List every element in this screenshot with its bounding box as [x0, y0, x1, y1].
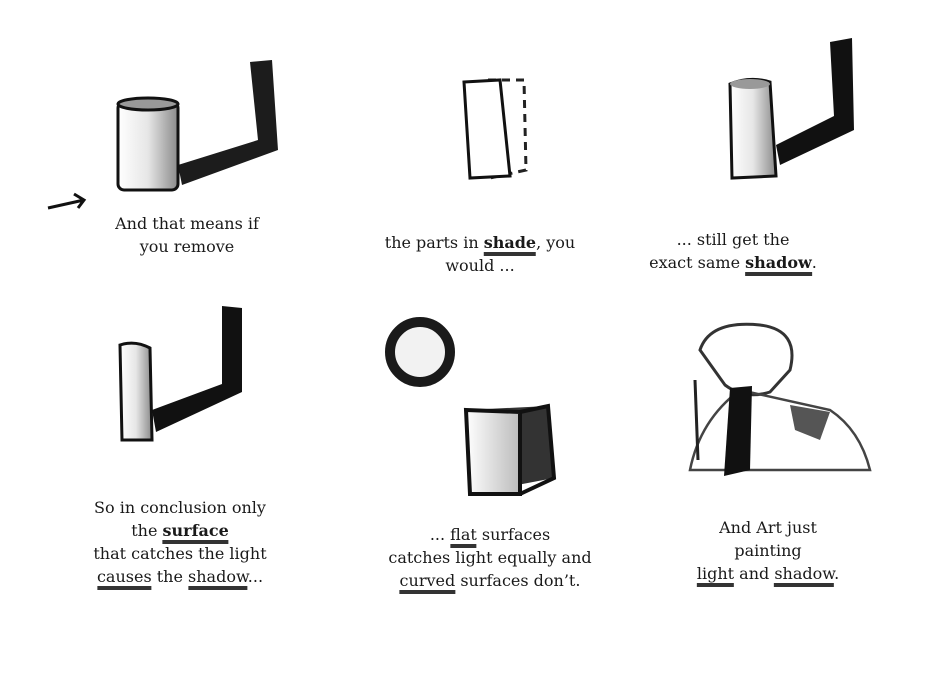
caption-text: the [151, 567, 189, 586]
body [688, 388, 872, 472]
half-cylinder [728, 77, 778, 180]
panel-2-cylinder-shade-removed [462, 78, 528, 180]
cast-shadow [178, 60, 278, 185]
caption-line: the parts in shade, you [384, 231, 576, 256]
caption-line: And Art just [697, 516, 839, 539]
caption-line: causes the shadow... [93, 565, 266, 590]
caption-panel-3: ... still get the exact same shadow. [649, 228, 817, 276]
arrow-icon [47, 192, 87, 210]
caption-line: curved surfaces don’t. [388, 569, 591, 594]
caption-text: ... [429, 525, 451, 544]
panel-6-artist-figure [688, 322, 872, 476]
caption-line: So in conclusion only [93, 496, 266, 519]
caption-line: ... still get the [649, 228, 817, 251]
emphasized-word: shade [483, 233, 537, 256]
caption-text: the [131, 521, 163, 540]
emphasized-word: causes [96, 567, 152, 590]
emphasized-word: shadow [188, 567, 248, 590]
cylinder [116, 100, 180, 192]
emphasized-word: shadow [774, 564, 835, 587]
panel-1-cylinder-with-shadow [47, 60, 278, 210]
hair [698, 322, 794, 397]
panel-5-sphere-and-cube [385, 317, 557, 496]
caption-text: would ... [445, 256, 515, 275]
caption-text: And that means if [115, 214, 259, 233]
cube-lit-face [463, 407, 522, 496]
caption-line: would ... [385, 254, 575, 277]
caption-text: painting [734, 541, 802, 560]
emphasized-word: shadow [745, 253, 812, 276]
caption-text: . [834, 564, 840, 583]
caption-text: and [734, 564, 775, 583]
caption-text: that catches the light [93, 544, 267, 563]
caption-panel-6: And Art just painting light and shadow. [696, 516, 840, 587]
emphasized-word: light [696, 564, 735, 587]
cast-shadow [152, 306, 242, 432]
caption-text: , you [536, 233, 576, 252]
panel-3-cylinder-with-shadow [728, 38, 854, 180]
caption-line: And that means if [115, 212, 259, 235]
caption-line: catches light equally and [388, 546, 591, 569]
caption-line: you remove [115, 235, 259, 258]
caption-text: catches light equally and [388, 548, 592, 567]
half-cylinder [462, 78, 512, 180]
caption-line: the surface [93, 519, 266, 544]
emphasized-word: surface [162, 521, 229, 544]
caption-text: And Art just [719, 518, 817, 537]
caption-text: So in conclusion only [94, 498, 266, 517]
caption-text: ... [247, 567, 264, 586]
sphere [385, 317, 455, 387]
caption-panel-1: And that means if you remove [115, 212, 259, 258]
caption-line: light and shadow. [696, 562, 840, 587]
caption-line: ... flat surfaces [388, 523, 591, 548]
caption-text: you remove [139, 237, 235, 256]
caption-line: painting [697, 539, 839, 562]
lit-surface [118, 341, 154, 442]
caption-text: surfaces don’t. [455, 571, 581, 590]
panel-4-lit-surface-shadow [118, 306, 242, 442]
arm-shadow [724, 386, 752, 476]
caption-text: exact same [649, 253, 746, 272]
caption-text: . [811, 253, 817, 272]
emphasized-word: flat [450, 525, 477, 548]
caption-line: that catches the light [93, 542, 266, 565]
caption-text: surfaces [476, 525, 551, 544]
caption-text: the parts in [384, 233, 484, 252]
caption-text: ... still get the [676, 230, 790, 249]
caption-line: exact same shadow. [649, 251, 817, 276]
emphasized-word: curved [399, 571, 456, 594]
cast-shadow [776, 38, 854, 165]
